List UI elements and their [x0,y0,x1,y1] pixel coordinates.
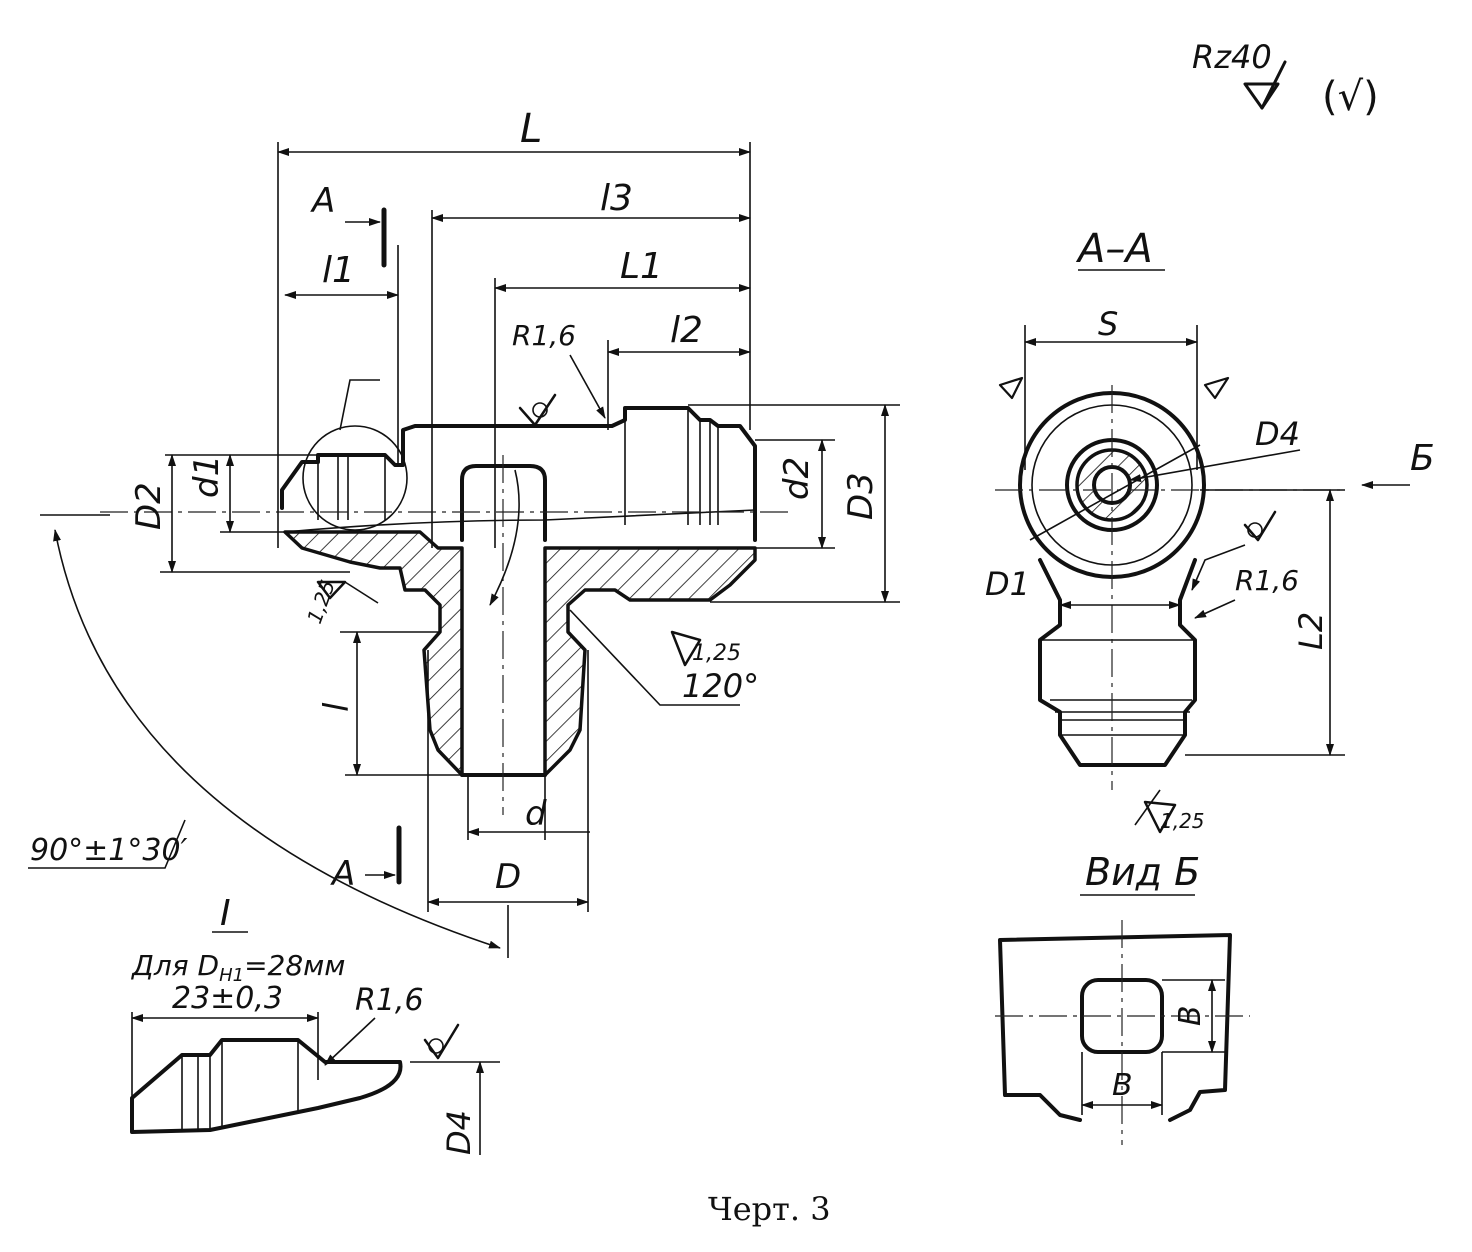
dim-B-horizontal: B [1112,1068,1133,1103]
thread-lines-right [624,408,719,525]
main-view [100,379,790,815]
dim-D4-aa: D4 [1255,415,1300,453]
note-rough-aa: 1,25 [1160,809,1205,833]
dim-L2: L2 [1292,612,1330,650]
roughness-value: Rz40 [1192,38,1272,76]
view-b: Вид Б B B [995,850,1250,1145]
figure-caption: Черт. 3 [708,1190,831,1228]
dim-D1-aa: D1 [985,565,1030,603]
dim-l3: l3 [600,178,633,219]
detail-i-label: I [220,893,231,934]
note-r16-aa: R1,6 [1235,564,1299,597]
general-roughness: Rz40 (√) [1192,38,1379,120]
dim-l: l [317,702,357,712]
main-dimensions: L l3 L1 l1 l2 R1,6 A A d1 D2 [28,106,900,958]
dim-d: d [525,794,547,834]
section-mark-a-top: A [310,181,335,221]
dim-D3: D3 [841,472,881,520]
note-r16-detail: R1,6 [355,983,424,1018]
detail-i: I Для DН1=28мм 23±0,3 R1,6 D4 [130,893,500,1155]
note-angle-90: 90°±1°30′ [30,833,188,868]
view-b-outline [998,933,1232,1122]
dim-D: D [495,857,521,897]
dim-L1: L1 [620,246,663,287]
note-rough-left: 1,25 [302,577,340,627]
aa-neck [1038,558,1197,767]
section-left-wall [283,530,464,777]
roughness-125-right [670,630,702,667]
dim-l2: l2 [670,310,703,351]
section-right-wall [543,546,757,777]
dim-23: 23±0,3 [172,981,283,1016]
dim-D4-detail: D4 [440,1110,478,1155]
inner-bore-line [284,509,756,533]
dim-S: S [1098,305,1118,343]
detail-profile [130,1038,403,1134]
detail-i-leader [339,379,380,431]
roughness-check-top [518,393,557,427]
note-rough-right: 1,25 [692,641,741,666]
angle-90-arc [53,529,501,949]
view-b-title: Вид Б [1085,850,1200,894]
dim-l1: l1 [322,250,355,291]
dim-d1: d1 [187,455,227,498]
body-upper-outline [280,406,757,542]
roughness-note: (√) [1322,74,1379,120]
dim-L: L [520,106,542,152]
section-aa: А–А S D4 D1 R1,6 L2 Б [985,226,1435,834]
thread-lines-left [317,455,386,520]
note-r16-main: R1,6 [512,319,576,352]
note-angle-120: 120° [682,667,759,705]
dim-D2: D2 [129,482,169,530]
view-b-arrow-label: Б [1410,438,1435,479]
detail-condition: Для DН1=28мм [130,949,345,986]
dim-B-vertical: B [1173,1005,1208,1026]
section-aa-title: А–А [1075,226,1153,272]
dim-d2: d2 [777,457,817,500]
